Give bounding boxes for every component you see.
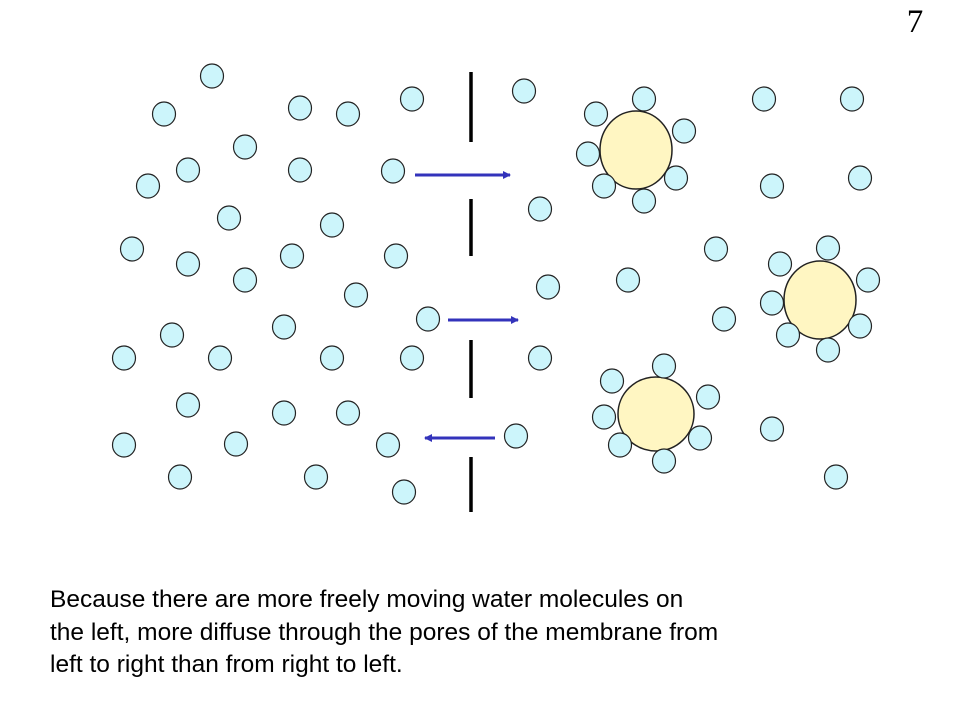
water-molecule (607, 432, 633, 458)
water-molecule (319, 345, 345, 371)
water-molecule (591, 404, 617, 430)
water-molecule (631, 86, 657, 112)
water-molecule (615, 267, 641, 293)
water-molecule (319, 212, 345, 238)
water-molecule (167, 464, 193, 490)
water-molecule (855, 267, 881, 293)
water-molecule (527, 196, 553, 222)
water-molecule (335, 101, 361, 127)
water-molecule (399, 345, 425, 371)
water-molecule (767, 251, 793, 277)
solute-particle (783, 260, 857, 340)
water-molecule (380, 158, 406, 184)
water-molecule (759, 416, 785, 442)
water-molecule (232, 134, 258, 160)
water-molecule (847, 313, 873, 339)
slide-number: 7 (906, 4, 924, 40)
water-molecule (111, 432, 137, 458)
water-molecule (391, 479, 417, 505)
water-molecule (663, 165, 689, 191)
solute-particles (599, 110, 857, 452)
water-molecule (271, 400, 297, 426)
water-molecule (375, 432, 401, 458)
water-molecule (847, 165, 873, 191)
water-molecule (687, 425, 713, 451)
water-molecule (503, 423, 529, 449)
water-molecule (207, 345, 233, 371)
water-molecule (759, 173, 785, 199)
caption-line: Because there are more freely moving wat… (50, 586, 684, 613)
water-molecule (599, 368, 625, 394)
water-molecule (119, 236, 145, 262)
solute-particle (617, 376, 695, 452)
water-molecule (287, 95, 313, 121)
water-molecule (399, 86, 425, 112)
water-molecule (159, 322, 185, 348)
water-molecule (151, 101, 177, 127)
water-molecule (175, 157, 201, 183)
water-molecule (695, 384, 721, 410)
water-molecule (511, 78, 537, 104)
water-molecule (232, 267, 258, 293)
water-molecule (111, 345, 137, 371)
water-molecule (839, 86, 865, 112)
water-molecule (175, 251, 201, 277)
water-molecule (775, 322, 801, 348)
water-molecule (815, 337, 841, 363)
water-molecule (279, 243, 305, 269)
water-molecule (303, 464, 329, 490)
solute-particle (599, 110, 673, 190)
diffusion-arrows (415, 171, 519, 442)
water-molecule (651, 353, 677, 379)
water-molecule (591, 173, 617, 199)
water-molecule (823, 464, 849, 490)
water-molecule (527, 345, 553, 371)
water-molecule (631, 188, 657, 214)
water-molecule (199, 63, 225, 89)
water-molecules (111, 63, 881, 505)
water-molecule (415, 306, 441, 332)
water-molecule (343, 282, 369, 308)
water-molecule (759, 290, 785, 316)
water-molecule (135, 173, 161, 199)
water-molecule (175, 392, 201, 418)
water-molecule (535, 274, 561, 300)
caption: Because there are more freely moving wat… (50, 584, 930, 682)
water-molecule (651, 448, 677, 474)
caption-line: the left, more diffuse through the pores… (50, 618, 719, 646)
water-molecule (271, 314, 297, 340)
water-molecule (287, 157, 313, 183)
water-molecule (751, 86, 777, 112)
water-molecule (223, 431, 249, 457)
caption-line: left to right than from right to left. (50, 651, 403, 678)
water-molecule (711, 306, 737, 332)
water-molecule (583, 101, 609, 127)
water-molecule (216, 205, 242, 231)
water-molecule (335, 400, 361, 426)
water-molecule (703, 236, 729, 262)
osmosis-diagram (111, 63, 881, 512)
water-molecule (815, 235, 841, 261)
water-molecule (671, 118, 697, 144)
water-molecule (383, 243, 409, 269)
water-molecule (575, 141, 601, 167)
